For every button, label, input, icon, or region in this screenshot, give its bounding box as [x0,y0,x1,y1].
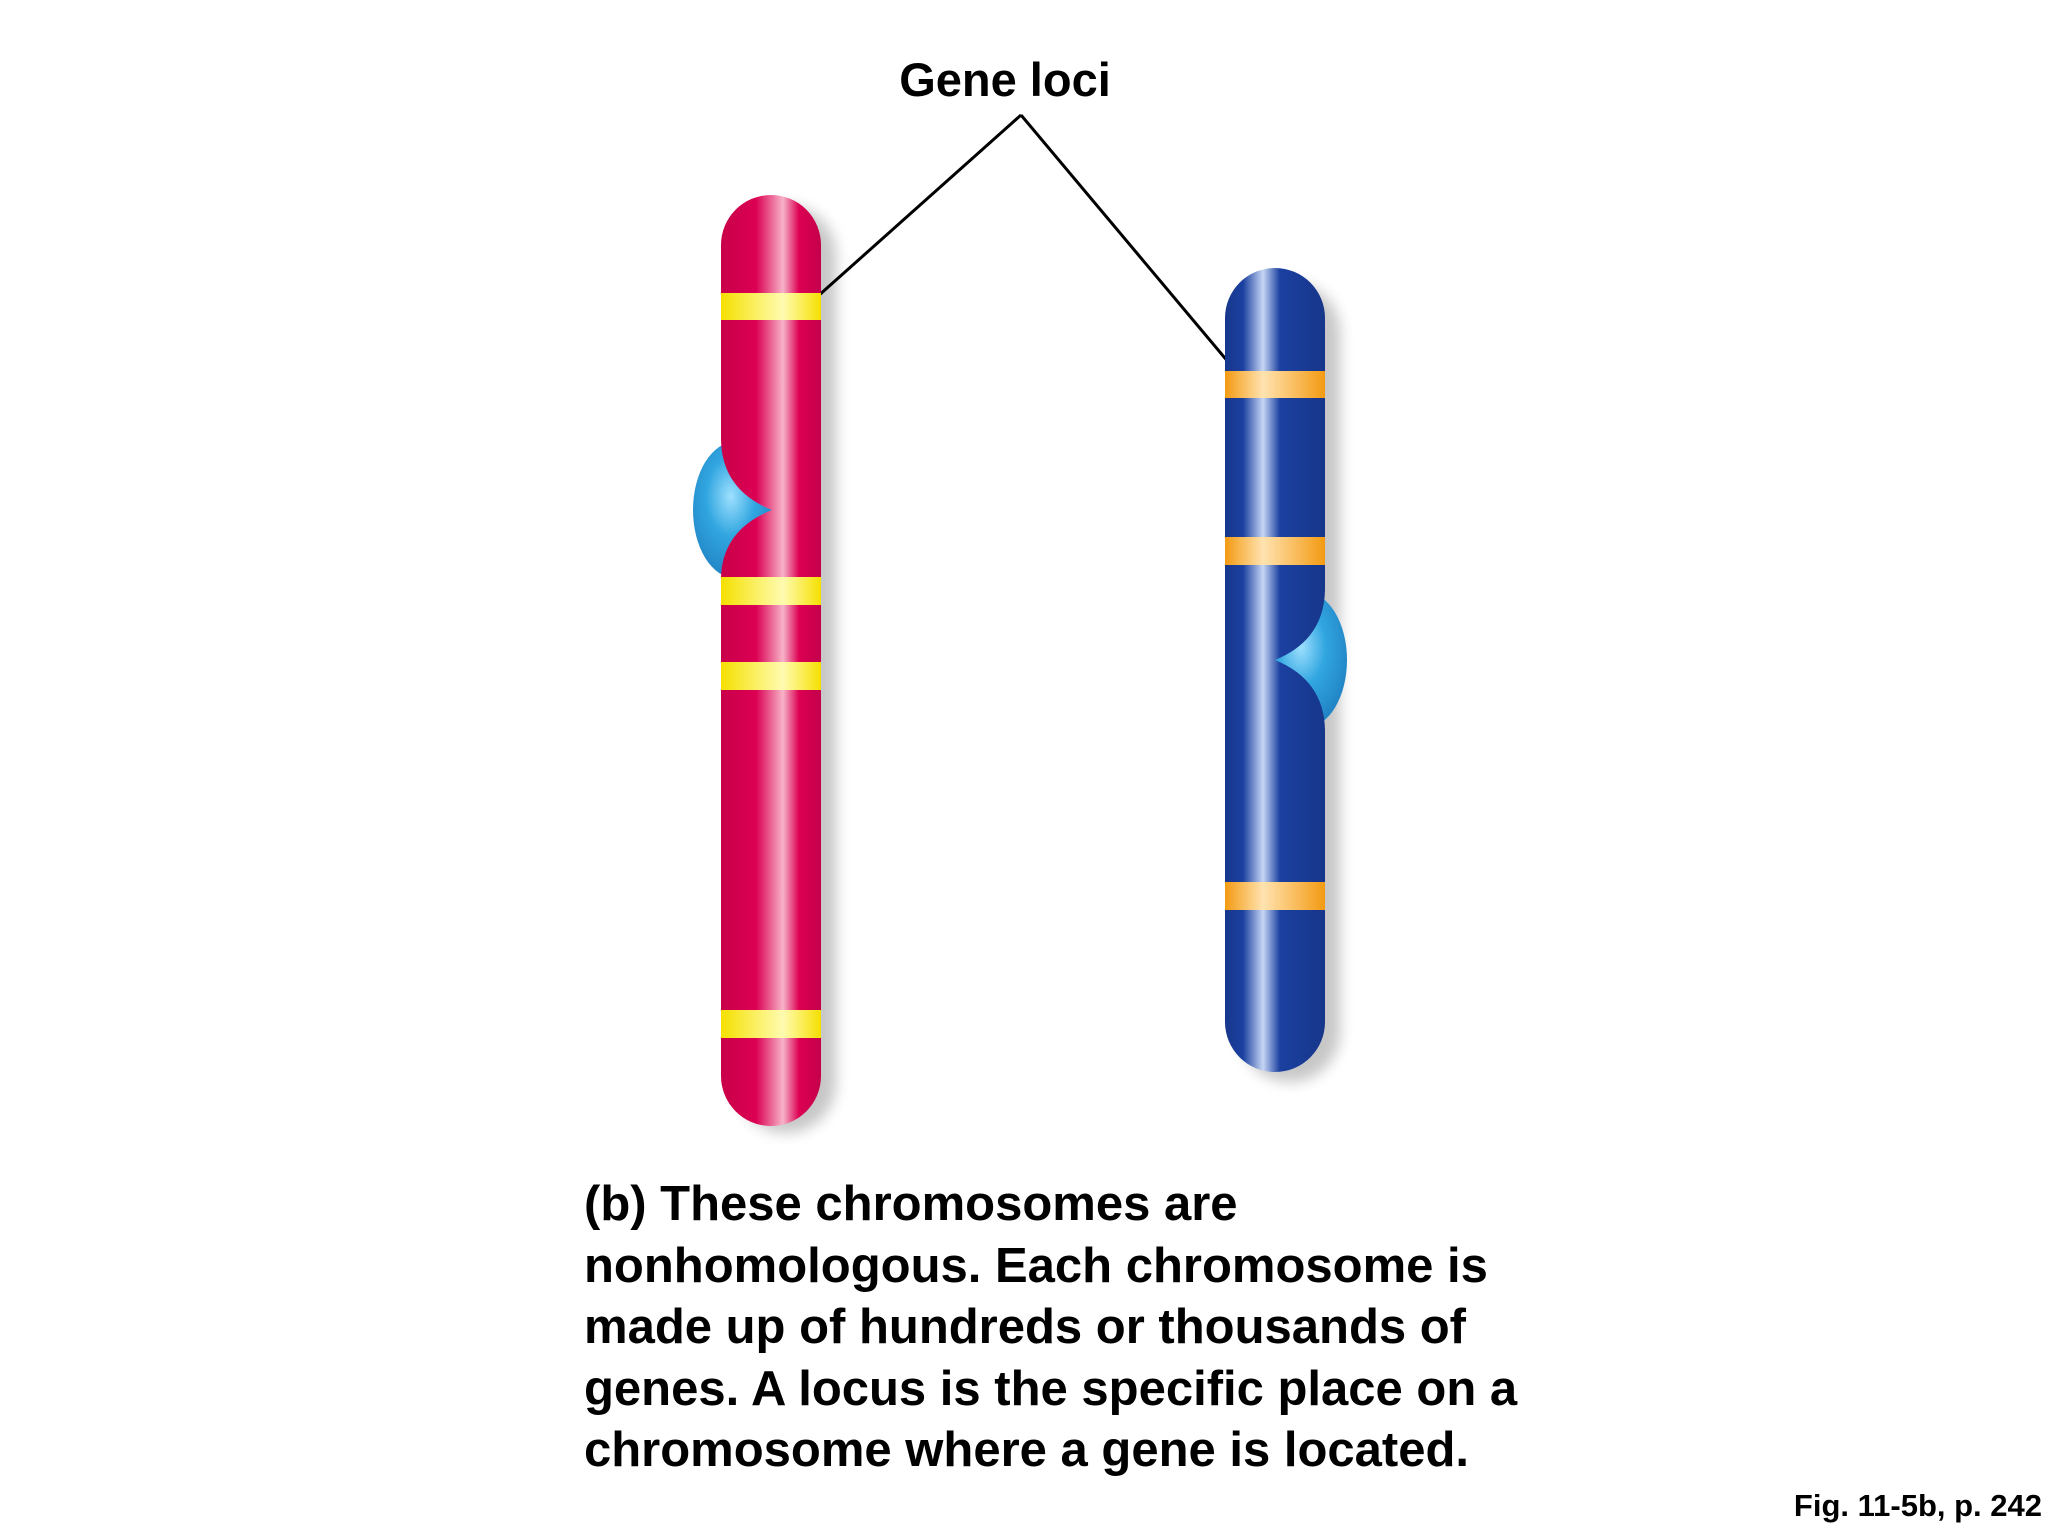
gene-band-left-3 [721,662,821,690]
leader-lines [807,113,1247,383]
gene-band-left-4 [721,1010,821,1038]
caption-line: genes. A locus is the specific place on … [584,1361,1518,1416]
leader-line-left [807,113,1022,307]
gene-band-right-1 [1225,371,1325,398]
caption-line: chromosome where a gene is located. [584,1423,1470,1477]
caption-line: nonhomologous. Each chromosome is [584,1238,1488,1293]
figure-reference: Fig. 11-5b, p. 242 [1793,1488,2042,1523]
gene-band-right-2 [1225,537,1325,565]
right-chromosome-body [1225,268,1325,1072]
leader-line-right [1019,114,1247,383]
caption: (b) These chromosomes are nonhomologous.… [584,1174,1684,1482]
left-chromosome-body [721,195,821,1126]
gene-band-left-1 [721,293,821,320]
gene-band-left-2 [721,577,821,605]
right-chromosome [1225,268,1347,1082]
caption-line: (b) These chromosomes are [584,1177,1238,1231]
caption-line: made up of hundreds or thousands of [584,1300,1466,1354]
gene-loci-label: Gene loci [899,53,1111,106]
left-chromosome [693,195,836,1133]
gene-band-right-3 [1225,882,1325,910]
